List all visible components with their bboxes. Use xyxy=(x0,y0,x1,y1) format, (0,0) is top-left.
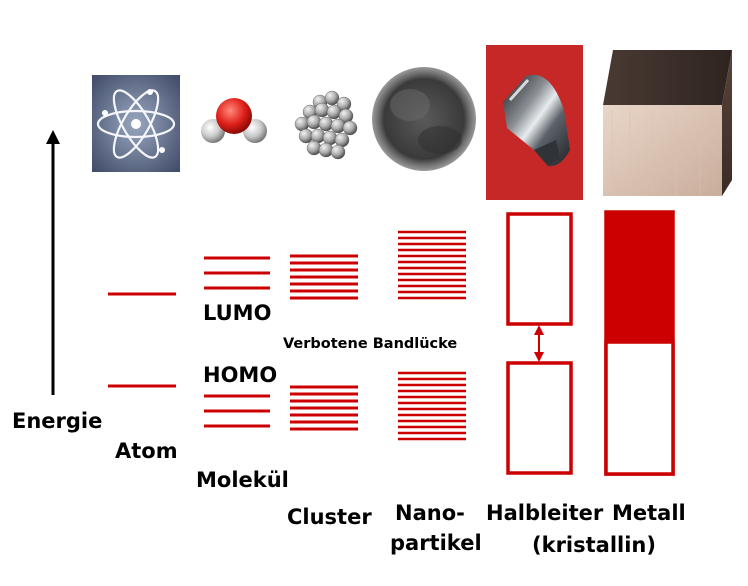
semiconductor-crystal-image xyxy=(486,45,583,200)
metal-band xyxy=(606,212,673,474)
lumo-label: LUMO xyxy=(203,301,271,325)
semiconductor-label-line2: (kristallin) xyxy=(532,533,656,557)
semiconductor-bands xyxy=(508,214,571,473)
nanoparticle-label-line1: Nano- xyxy=(395,501,465,525)
cluster-sphere xyxy=(319,117,333,131)
metal-filled-band xyxy=(606,212,673,342)
molecule-label: Molekül xyxy=(196,468,289,492)
band-gap-label: Verbotene Bandlücke xyxy=(283,336,457,352)
cluster-sphere xyxy=(307,141,321,155)
nanoparticle-image xyxy=(372,67,476,171)
cluster-sphere xyxy=(307,115,321,129)
cluster-sphere xyxy=(331,119,345,133)
valence-band xyxy=(508,363,571,473)
arrow-up-icon xyxy=(46,130,60,144)
cluster-image xyxy=(295,91,357,159)
molecule-levels xyxy=(204,258,270,426)
energy-axis-label: Energie xyxy=(12,409,102,433)
cluster-label: Cluster xyxy=(287,505,372,529)
atom-levels xyxy=(108,294,176,386)
atom-label: Atom xyxy=(115,439,178,463)
cluster-sphere xyxy=(343,121,357,135)
cluster-sphere xyxy=(331,145,345,159)
metal-empty-band xyxy=(606,342,673,474)
energy-axis xyxy=(46,130,60,395)
cluster-sphere xyxy=(319,143,333,157)
homo-label: HOMO xyxy=(203,363,277,387)
metal-bar-image xyxy=(603,50,732,196)
water-molecule-image xyxy=(201,98,267,143)
metal-label: Metall xyxy=(612,501,686,525)
cluster-sphere xyxy=(315,103,329,117)
atom-model-image xyxy=(92,75,180,172)
nanoparticle-label-line2: partikel xyxy=(390,531,482,555)
conduction-band xyxy=(508,214,571,324)
semiconductor-label-line1: Halbleiter xyxy=(486,501,604,525)
